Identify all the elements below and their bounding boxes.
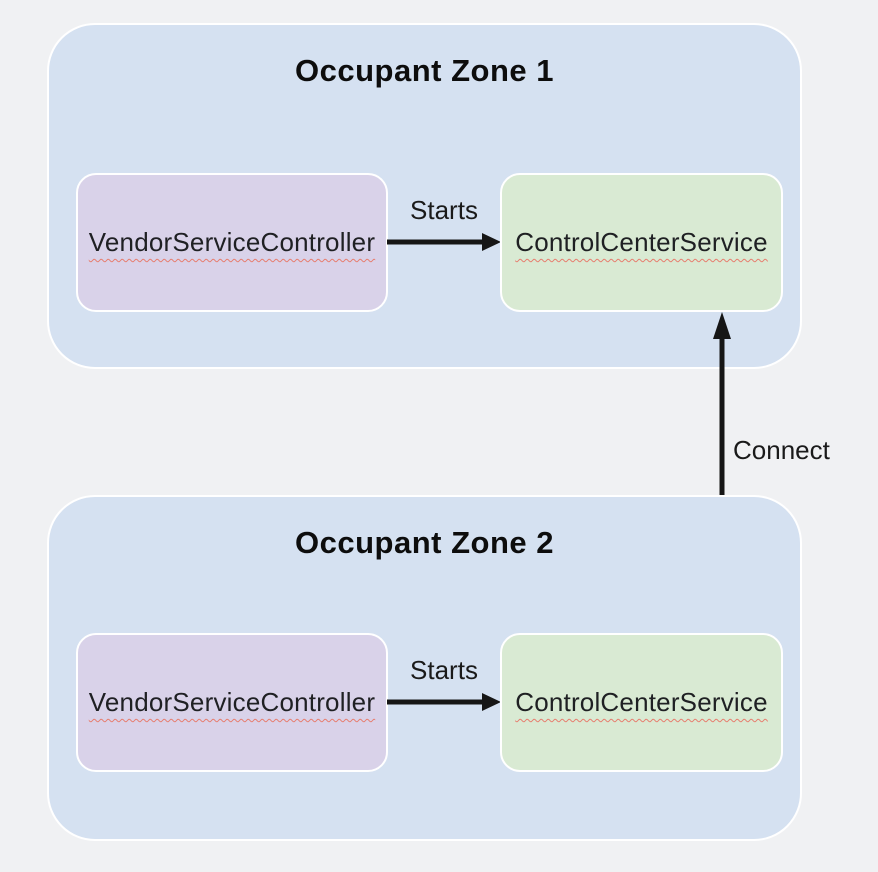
vendor-service-controller-label: VendorServiceController <box>88 687 376 717</box>
starts-arrow-zone-1 <box>387 233 501 251</box>
connect-edge-label: Connect <box>733 435 830 465</box>
starts-arrow-zone-2 <box>387 693 501 711</box>
control-center-service-node-zone-2: ControlCenterService <box>500 633 783 772</box>
control-center-service-node-zone-1: ControlCenterService <box>500 173 783 312</box>
control-center-service-label: ControlCenterService <box>515 227 768 257</box>
starts-arrowhead-icon <box>482 693 501 711</box>
vendor-service-controller-node-zone-1: VendorServiceController <box>76 173 388 312</box>
zone-1-title: Occupant Zone 1 <box>295 53 554 88</box>
starts-edge-label-zone-1: Starts <box>410 195 478 225</box>
starts-edge-label-zone-2: Starts <box>410 655 478 685</box>
zone-2-title: Occupant Zone 2 <box>295 525 554 560</box>
control-center-service-label: ControlCenterService <box>515 687 768 717</box>
occupant-zone-2: Occupant Zone 2 VendorServiceController … <box>47 495 802 841</box>
connect-arrowhead-up-icon <box>713 312 731 339</box>
starts-arrowhead-icon <box>482 233 501 251</box>
vendor-service-controller-label: VendorServiceController <box>88 227 376 257</box>
vendor-service-controller-node-zone-2: VendorServiceController <box>76 633 388 772</box>
occupant-zone-1: Occupant Zone 1 VendorServiceController … <box>47 23 802 369</box>
